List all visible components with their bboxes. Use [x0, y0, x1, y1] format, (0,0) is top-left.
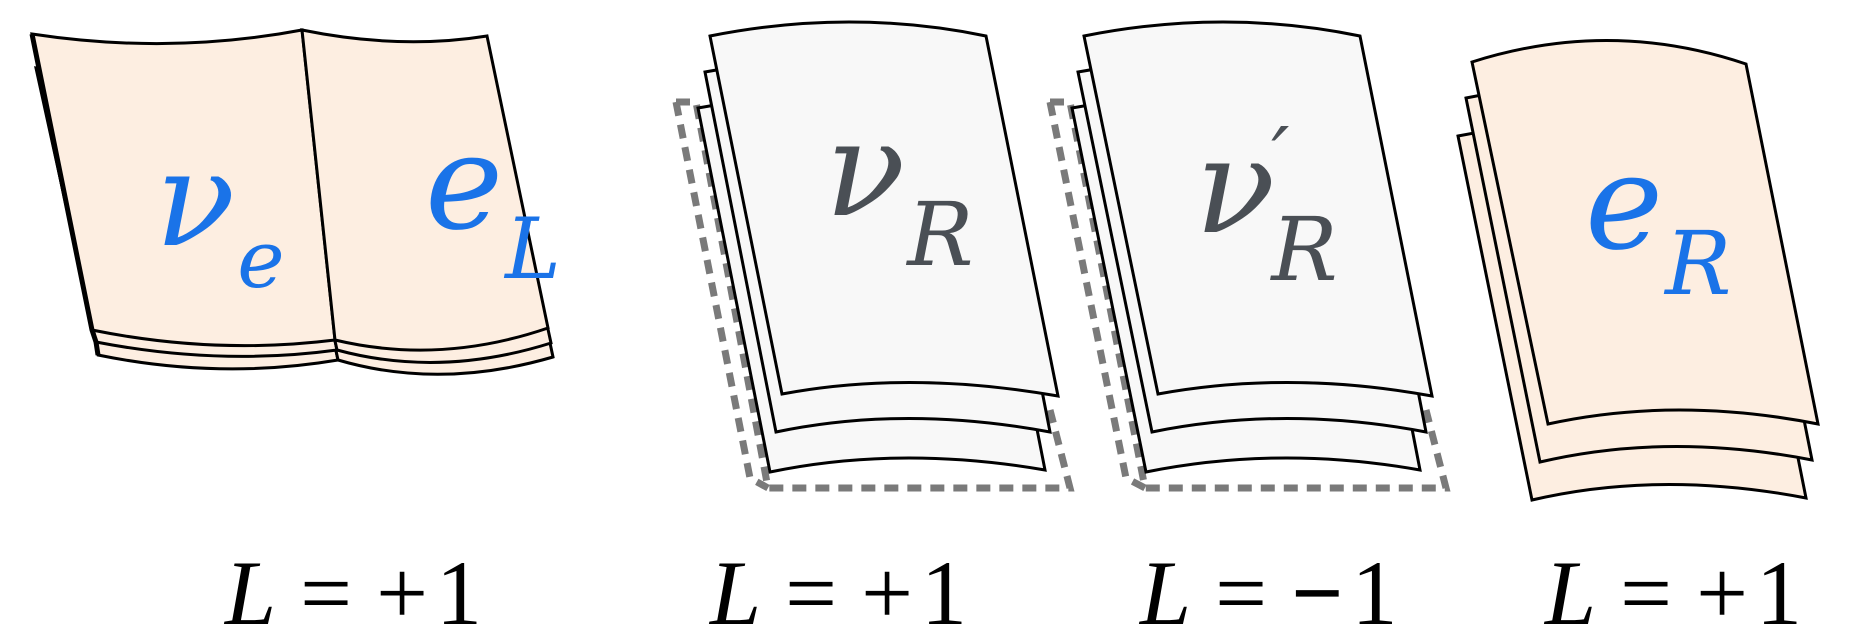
caption-4-sign: + — [1696, 542, 1748, 633]
caption-3-sign: − — [1291, 542, 1343, 633]
symbol-nu-R: νR — [825, 93, 974, 286]
symbol-nu-R-prime: ν′R — [1195, 110, 1338, 301]
nu-R-top-page — [708, 20, 1060, 398]
symbol-nu-R-sub: R — [905, 183, 973, 286]
caption-nu-R-prime: L =−1 — [1138, 542, 1398, 633]
caption-1-num: 1 — [436, 542, 482, 633]
symbol-nu-R-prime-prime: ′ — [1271, 110, 1289, 203]
caption-1-eq: = — [300, 542, 352, 633]
symbol-nu-R-base: ν — [825, 93, 905, 247]
symbol-nu-R-prime-sub: R — [1269, 198, 1337, 301]
nu-R-dashed-frame — [676, 98, 1075, 492]
page-stack-e-R — [1456, 39, 1820, 502]
symbol-nu-e-base: ν — [155, 123, 235, 277]
caption-1-sign: + — [376, 542, 428, 633]
nu-R-prime-top-page — [1082, 20, 1434, 398]
symbol-e-L-base: e — [425, 106, 503, 260]
nu-R-dashed-frame-left — [672, 101, 770, 492]
symbol-e-L-sub: L — [503, 200, 561, 298]
symbol-nu-R-prime-base: ν — [1195, 110, 1275, 264]
page-stack-nu-R-prime — [1046, 20, 1451, 492]
symbol-nu-e: νe — [155, 123, 285, 306]
e-R-top-page — [1470, 39, 1820, 426]
open-book-right-page — [300, 28, 550, 352]
symbol-e-R: eR — [1585, 126, 1731, 315]
page-stack-nu-R — [672, 20, 1075, 492]
caption-3-num: 1 — [1352, 542, 1398, 633]
symbol-e-L: eL — [425, 106, 561, 298]
open-book-left-edge — [29, 33, 101, 356]
caption-2-eq: = — [785, 542, 837, 633]
caption-4-eq: = — [1620, 542, 1672, 633]
caption-2-sign: + — [861, 542, 913, 633]
open-book-nu-e-e-L — [29, 28, 555, 376]
caption-nu-e-e-L: L = +1 — [223, 542, 482, 633]
symbol-e-R-base: e — [1585, 126, 1663, 280]
caption-nu-R: L = +1 — [708, 542, 967, 633]
nu-R-prime-dashed-frame — [1050, 98, 1451, 492]
caption-4-num: 1 — [1756, 542, 1802, 633]
caption-4-var: L — [1543, 542, 1596, 633]
nu-R-prime-dashed-frame-left — [1046, 101, 1147, 492]
caption-2-num: 1 — [921, 542, 967, 633]
caption-e-R: L = +1 — [1543, 542, 1802, 633]
caption-3-eq: = — [1215, 542, 1267, 633]
caption-2-var: L — [708, 542, 761, 633]
caption-1-var: L — [223, 542, 276, 633]
symbol-nu-e-sub: e — [237, 213, 284, 306]
caption-3-var: L — [1138, 542, 1191, 633]
symbol-e-R-sub: R — [1663, 212, 1731, 315]
